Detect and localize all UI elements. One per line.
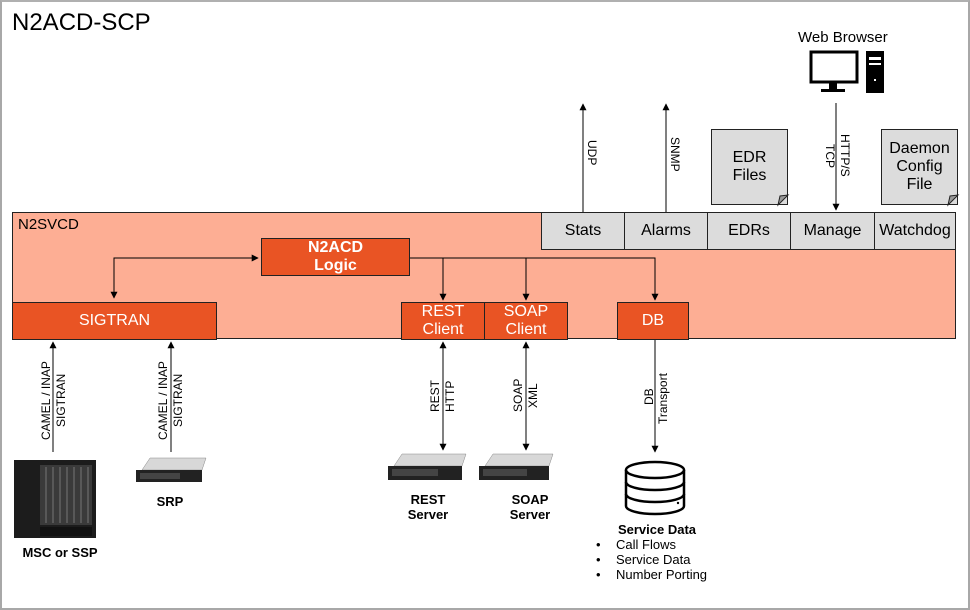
- soap-server-line2: Server: [509, 507, 551, 522]
- soap-link-line1: SOAP: [511, 378, 525, 412]
- srp-label: SRP: [156, 494, 184, 509]
- snmp-label: SNMP: [668, 137, 682, 172]
- diagram-title: N2ACD-SCP: [12, 9, 151, 36]
- service-data-item: Call Flows: [594, 537, 707, 552]
- edrs-label: EDRs: [728, 222, 770, 239]
- srp-link-line1: CAMEL / INAP: [156, 361, 170, 440]
- msc-link-line1: CAMEL / INAP: [39, 361, 53, 440]
- http-label-line2: TCP: [823, 144, 837, 168]
- msc-label: MSC or SSP: [22, 545, 98, 560]
- soap-server-label: SOAP Server: [500, 492, 560, 522]
- edr-files-note: EDR Files: [711, 129, 788, 205]
- sigtran-box: SIGTRAN: [12, 302, 217, 340]
- n2acd-logic-box: N2ACD Logic: [261, 238, 410, 276]
- edrs-module: EDRs: [707, 212, 791, 250]
- db-box: DB: [617, 302, 689, 340]
- srp-link-line2: SIGTRAN: [171, 373, 185, 427]
- service-data-list: Call Flows Service Data Number Porting: [594, 537, 707, 582]
- stats-label: Stats: [564, 222, 602, 239]
- daemon-line3: File: [906, 176, 933, 193]
- srp-server-icon: [136, 457, 207, 482]
- watchdog-label: Watchdog: [879, 222, 951, 239]
- edr-note-fold: [777, 194, 790, 207]
- rest-server-line1: REST: [410, 492, 446, 507]
- msc-link-line2: SIGTRAN: [54, 373, 68, 427]
- manage-label: Manage: [803, 222, 862, 239]
- udp-label: UDP: [585, 140, 599, 166]
- rest-server-line2: Server: [407, 507, 449, 522]
- alarms-label: Alarms: [641, 222, 691, 239]
- service-data-item: Service Data: [594, 552, 707, 567]
- soap-server-line1: SOAP: [511, 492, 549, 507]
- rest-client-line1: REST: [421, 303, 465, 320]
- web-browser-label: Web Browser: [798, 29, 888, 46]
- logic-line2: Logic: [314, 257, 357, 274]
- logic-db-arrow: [410, 257, 659, 301]
- daemon-note-fold: [947, 194, 960, 207]
- daemon-line1: Daemon: [889, 140, 950, 157]
- http-label-line1: HTTP/S: [838, 134, 852, 177]
- db-link-line1: DB: [642, 388, 656, 405]
- daemon-line2: Config: [896, 158, 943, 175]
- rest-client-line2: Client: [422, 321, 464, 338]
- db-link-line2: Transport: [656, 373, 670, 424]
- soap-client-line2: Client: [505, 321, 547, 338]
- database-icon: [624, 460, 686, 516]
- sigtran-label: SIGTRAN: [78, 312, 151, 329]
- computer-icon: [809, 50, 884, 93]
- service-data-item: Number Porting: [594, 567, 707, 582]
- alarms-module: Alarms: [624, 212, 708, 250]
- daemon-config-note: Daemon Config File: [881, 129, 958, 205]
- rest-server-icon: [388, 453, 467, 480]
- watchdog-module: Watchdog: [874, 212, 956, 250]
- service-data-title: Service Data: [617, 522, 697, 537]
- soap-client-box: SOAP Client: [484, 302, 568, 340]
- soap-server-icon: [479, 453, 554, 480]
- rest-link-line2: HTTP: [443, 380, 457, 412]
- manage-module: Manage: [790, 212, 875, 250]
- msc-rack-icon: [14, 460, 96, 538]
- sigtran-logic-arrow: [110, 254, 259, 299]
- rest-server-label: REST Server: [398, 492, 458, 522]
- edr-files-line2: Files: [732, 167, 767, 184]
- soap-link-line2: XML: [526, 383, 540, 408]
- n2svcd-label: N2SVCD: [18, 216, 79, 233]
- logic-line1: N2ACD: [307, 239, 364, 256]
- rest-client-box: REST Client: [401, 302, 485, 340]
- soap-client-line1: SOAP: [503, 303, 549, 320]
- db-label: DB: [641, 312, 665, 329]
- edr-files-line1: EDR: [732, 149, 767, 166]
- rest-link-line1: REST: [428, 379, 442, 412]
